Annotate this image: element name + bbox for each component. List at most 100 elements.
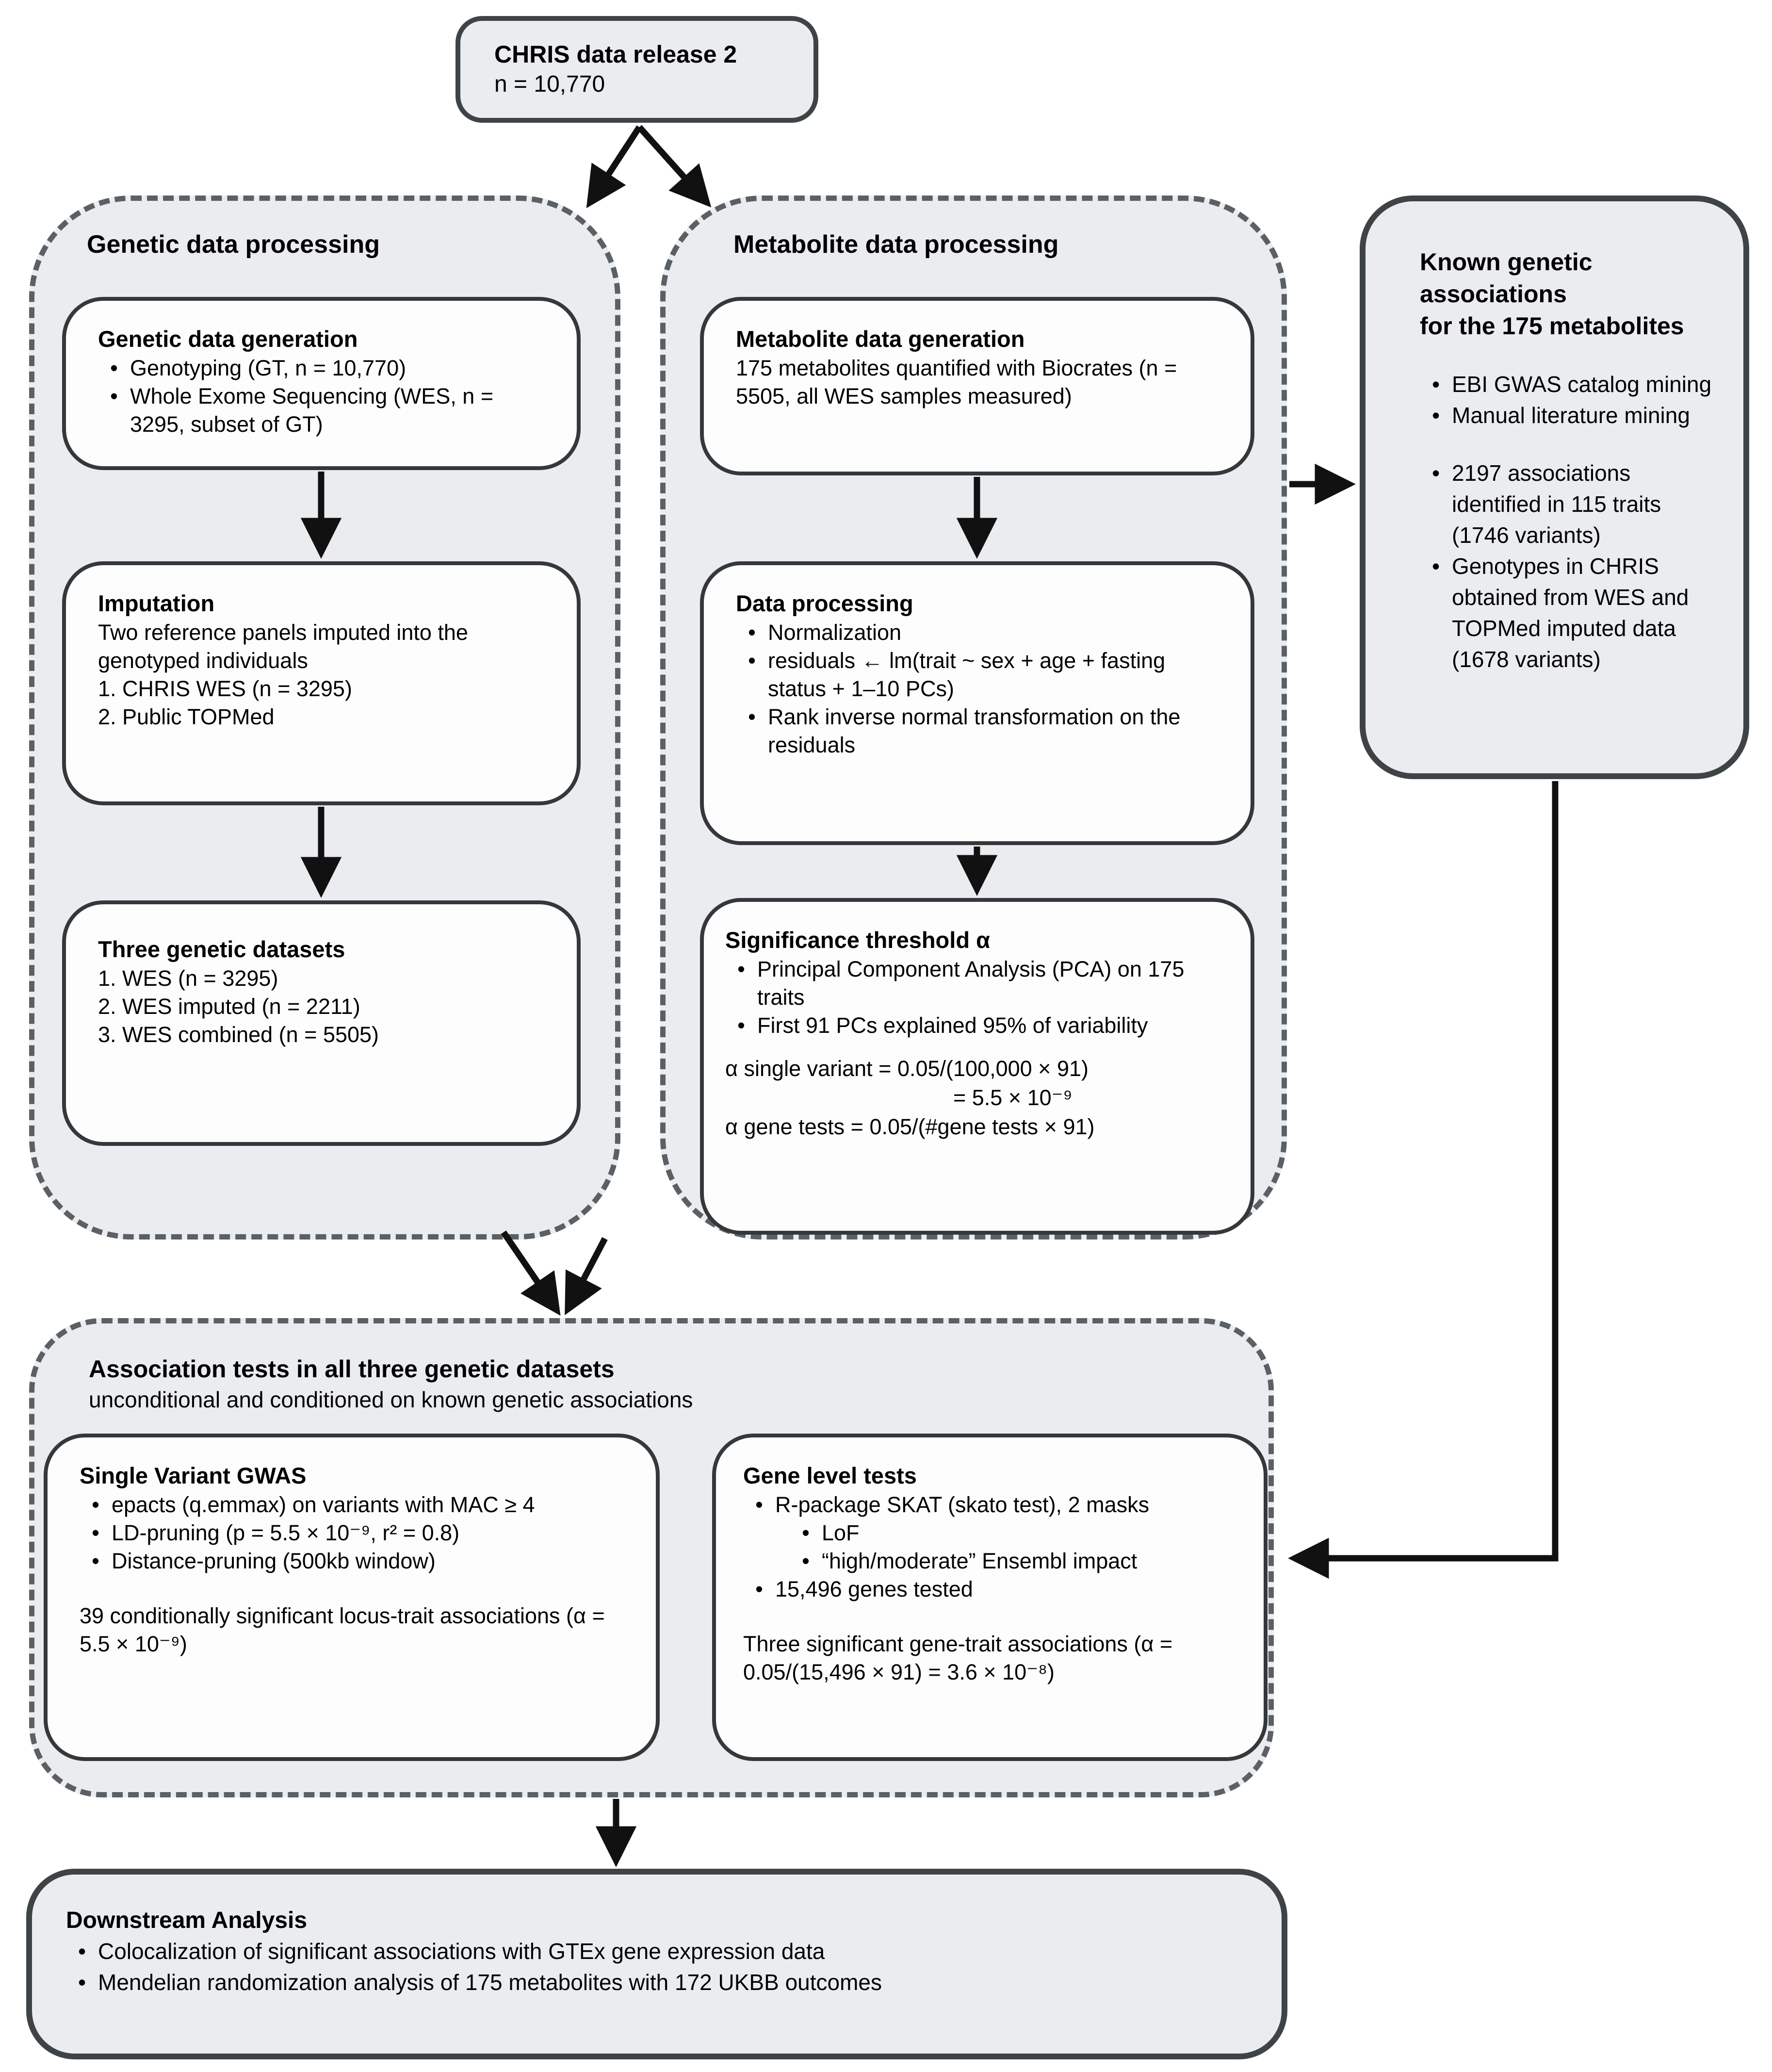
node-three-genetic-datasets: Three genetic datasets 1. WES (n = 3295)… xyxy=(62,900,581,1146)
bullet-icon: • xyxy=(92,1549,99,1573)
bullet-icon: • xyxy=(110,356,118,380)
bullet-icon: • xyxy=(78,1939,86,1964)
node-imputation: Imputation Two reference panels imputed … xyxy=(62,561,581,805)
bullet-icon: • xyxy=(1431,403,1440,428)
box-title: Genetic data generation xyxy=(98,326,358,352)
box-title: Downstream Analysis xyxy=(66,1908,308,1933)
box-text: 175 metabolites quantified with Biocrate… xyxy=(736,356,1177,408)
bullet-text: LoF xyxy=(822,1520,860,1545)
box-title-line: Known genetic xyxy=(1420,248,1593,276)
bullet-icon: • xyxy=(78,1970,86,1995)
bullet-text: Principal Component Analysis (PCA) on 17… xyxy=(757,957,1185,1010)
bullet-text: Rank inverse normal transformation on th… xyxy=(768,704,1181,757)
list-item: 2. Public TOPMed xyxy=(98,704,275,729)
box-title: Metabolite data generation xyxy=(736,326,1025,352)
box-title: Imputation xyxy=(98,590,215,616)
list-item: 1. WES (n = 3295) xyxy=(98,966,278,991)
bullet-text: 15,496 genes tested xyxy=(775,1577,973,1601)
bullet-item: • Whole Exome Sequencing (WES, n = 3295,… xyxy=(98,382,548,439)
bullet-text: Whole Exome Sequencing (WES, n = 3295, s… xyxy=(130,384,494,437)
bullet-icon: • xyxy=(92,1520,99,1545)
container-title: Association tests in all three genetic d… xyxy=(89,1355,615,1383)
box-title: Data processing xyxy=(736,590,913,616)
box-text: Two reference panels imputed into the ge… xyxy=(98,620,468,673)
bullet-item: • Colocalization of significant associat… xyxy=(66,1936,1252,1967)
formula-single-variant: α single variant = 0.05/(100,000 × 91) xyxy=(725,1056,1089,1081)
bullet-icon: • xyxy=(737,1013,745,1038)
bullet-item: • LD-pruning (p = 5.5 × 10⁻⁹, r² = 0.8) xyxy=(80,1519,627,1547)
bullet-item: • Mendelian randomization analysis of 17… xyxy=(66,1967,1252,1998)
box-title: Significance threshold α xyxy=(725,927,990,953)
bullet-item: • residuals ← lm(trait ~ sex + age + fas… xyxy=(736,647,1221,703)
bullet-item: • Rank inverse normal transformation on … xyxy=(736,703,1221,759)
bullet-item: • Principal Component Analysis (PCA) on … xyxy=(725,955,1233,1012)
bullet-icon: • xyxy=(110,384,118,408)
bullet-text: epacts (q.emmax) on variants with MAC ≥ … xyxy=(112,1492,535,1517)
container-subtitle: unconditional and conditioned on known g… xyxy=(89,1387,693,1412)
bullet-item: • Distance-pruning (500kb window) xyxy=(80,1547,627,1575)
bullet-text: First 91 PCs explained 95% of variabilit… xyxy=(757,1013,1148,1038)
box-title-line: associations xyxy=(1420,280,1567,308)
sub-bullet-item: • “high/moderate” Ensembl impact xyxy=(790,1547,1244,1575)
node-downstream-analysis: Downstream Analysis • Colocalization of … xyxy=(26,1869,1287,2059)
bullet-item: • EBI GWAS catalog mining xyxy=(1420,369,1719,400)
bullet-text: Genotypes in CHRIS obtained from WES and… xyxy=(1452,554,1689,672)
bullet-item: • Genotyping (GT, n = 10,770) xyxy=(98,354,548,382)
bullet-icon: • xyxy=(755,1577,763,1601)
bullet-text: Mendelian randomization analysis of 175 … xyxy=(98,1970,882,1995)
bullet-item: • R-package SKAT (skato test), 2 masks xyxy=(743,1491,1244,1519)
box-title: Three genetic datasets xyxy=(98,936,345,962)
bullet-text: Manual literature mining xyxy=(1452,403,1690,428)
bullet-text: Normalization xyxy=(768,620,902,645)
bullet-text: “high/moderate” Ensembl impact xyxy=(822,1549,1138,1573)
bullet-item: • Genotypes in CHRIS obtained from WES a… xyxy=(1420,551,1719,675)
bullet-item: • First 91 PCs explained 95% of variabil… xyxy=(725,1012,1233,1040)
arrow-known-to-association xyxy=(1288,781,1559,1579)
list-item: 1. CHRIS WES (n = 3295) xyxy=(98,676,352,701)
bullet-icon: • xyxy=(1431,460,1440,486)
bullet-item: • Normalization xyxy=(736,619,1221,647)
bullet-icon: • xyxy=(737,957,745,981)
bullet-text: EBI GWAS catalog mining xyxy=(1452,372,1712,397)
node-metabolite-data-generation: Metabolite data generation 175 metabolit… xyxy=(700,297,1254,475)
box-title: Single Variant GWAS xyxy=(80,1463,307,1488)
bullet-item: • 15,496 genes tested xyxy=(743,1575,1244,1603)
bullet-text: 2197 associations identified in 115 trai… xyxy=(1452,460,1661,548)
bullet-icon: • xyxy=(802,1549,810,1573)
box-title-line: for the 175 metabolites xyxy=(1420,312,1684,340)
node-chris-data-release: CHRIS data release 2 n = 10,770 xyxy=(455,16,818,123)
bullet-icon: • xyxy=(92,1492,99,1517)
bullet-icon: • xyxy=(748,704,756,729)
bullet-text: residuals ← lm(trait ~ sex + age + fasti… xyxy=(768,648,1166,701)
box-title: Gene level tests xyxy=(743,1463,917,1488)
arrow-metabolite-to-association xyxy=(565,1237,608,1315)
bullet-text: LD-pruning (p = 5.5 × 10⁻⁹, r² = 0.8) xyxy=(112,1520,460,1545)
node-gene-level-tests: Gene level tests • R-package SKAT (skato… xyxy=(712,1434,1268,1761)
list-item: 2. WES imputed (n = 2211) xyxy=(98,994,360,1019)
bullet-text: Distance-pruning (500kb window) xyxy=(112,1549,436,1573)
bullet-text: Colocalization of significant associatio… xyxy=(98,1939,825,1964)
node-sample-size: n = 10,770 xyxy=(494,71,605,97)
bullet-icon: • xyxy=(802,1520,810,1545)
node-genetic-data-generation: Genetic data generation • Genotyping (GT… xyxy=(62,297,581,470)
arrow-genetic-to-association xyxy=(501,1230,561,1316)
result-text: Three significant gene-trait association… xyxy=(743,1631,1173,1684)
bullet-icon: • xyxy=(748,620,756,645)
bullet-icon: • xyxy=(748,648,756,673)
bullet-text: Genotyping (GT, n = 10,770) xyxy=(130,356,406,380)
formula-gene-tests: α gene tests = 0.05/(#gene tests × 91) xyxy=(725,1114,1095,1139)
arrow-top-to-genetic xyxy=(586,125,642,209)
bullet-icon: • xyxy=(1431,554,1440,579)
bullet-icon: • xyxy=(755,1492,763,1517)
bullet-item: • Manual literature mining xyxy=(1420,400,1719,431)
bullet-item: • 2197 associations identified in 115 tr… xyxy=(1420,457,1719,551)
sub-bullet-item: • LoF xyxy=(790,1519,1244,1547)
container-title: Genetic data processing xyxy=(87,230,380,259)
bullet-icon: • xyxy=(1431,372,1440,397)
node-known-genetic-associations: Known genetic associations for the 175 m… xyxy=(1360,196,1749,779)
result-text: 39 conditionally significant locus-trait… xyxy=(80,1603,605,1656)
list-item: 3. WES combined (n = 5505) xyxy=(98,1022,379,1047)
arrow-top-to-metabolite xyxy=(637,125,712,208)
node-data-processing: Data processing • Normalization • residu… xyxy=(700,561,1254,845)
